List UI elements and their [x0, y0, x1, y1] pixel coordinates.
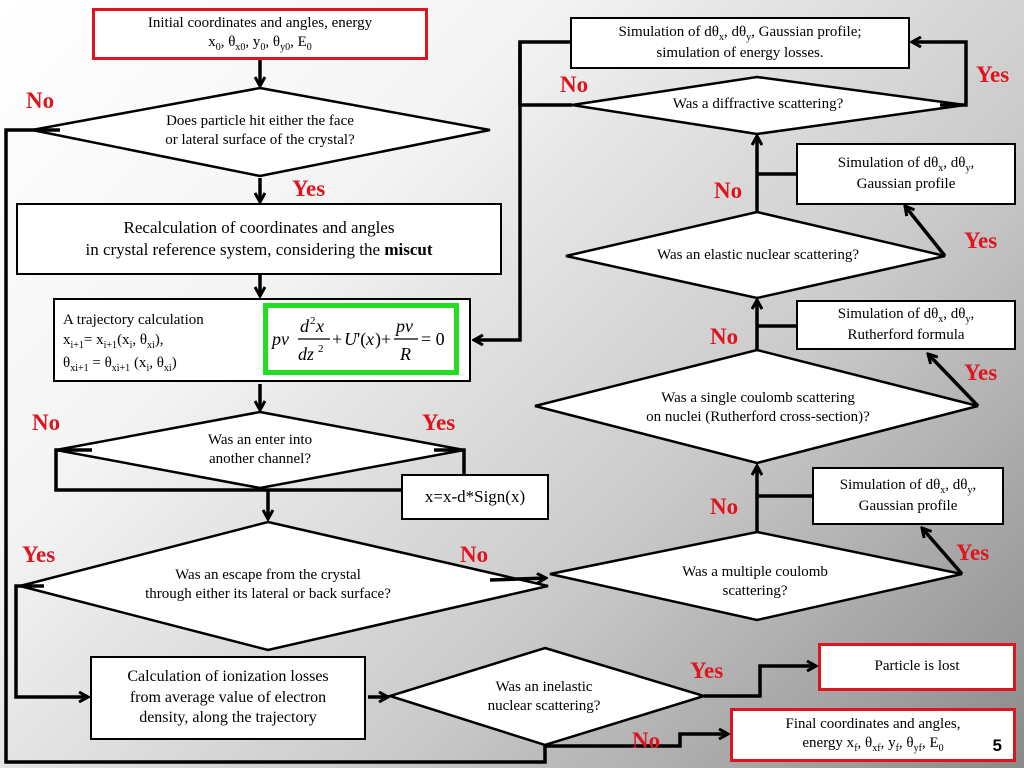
- decision-single-text: Was a single coulomb scattering on nucle…: [590, 385, 926, 431]
- svg-text:2: 2: [310, 315, 316, 327]
- label-diffractive-yes: Yes: [976, 62, 1010, 87]
- final-line2: energy xf, θxf, yf, θyf, E0: [802, 735, 944, 755]
- label-inelastic-yes: Yes: [690, 658, 724, 683]
- sim-single-line2: Rutherford formula: [847, 326, 965, 343]
- sim-elastic-line2: Gaussian profile: [856, 175, 956, 192]
- miscut-word: miscut: [384, 240, 433, 259]
- decision-escape-text: Was an escape from the crystal through e…: [90, 562, 446, 608]
- label-hit-yes: Yes: [292, 176, 326, 201]
- svg-text:pv: pv: [394, 316, 413, 336]
- decision-single-shape: [534, 348, 979, 465]
- sim-single-box: Simulation of dθx, dθy, Rutherford formu…: [796, 300, 1016, 350]
- svg-text:dz: dz: [298, 344, 314, 364]
- ionization-box: Calculation of ionization losses from av…: [90, 656, 366, 740]
- decision-inelastic-text: Was an inelastic nuclear scattering?: [444, 674, 644, 720]
- label-channel-no: No: [32, 410, 61, 435]
- decision-channel-text: Was an enter into another channel?: [140, 428, 380, 472]
- label-channel-yes: Yes: [422, 410, 456, 435]
- label-single-yes: Yes: [964, 360, 998, 385]
- label-inelastic-no: No: [632, 728, 661, 753]
- decision-hit-line1: Does particle hit either the face: [166, 112, 354, 129]
- page-number: 5: [992, 736, 1002, 755]
- trajectory-text: A trajectory calculation xi+1= xi+1(xi, …: [63, 310, 204, 375]
- svg-text:pv: pv: [270, 329, 289, 349]
- decision-hit-line2: or lateral surface of the crystal?: [165, 132, 355, 148]
- decision-single-line1: Was a single coulomb scattering: [661, 389, 855, 406]
- recalc-line1: Recalculation of coordinates and angles: [123, 217, 395, 237]
- decision-elastic-line1: Was an elastic nuclear scattering?: [656, 247, 860, 264]
- decision-escape-line2: through either its lateral or back surfa…: [145, 586, 391, 602]
- sim-diffractive-box: Simulation of dθx, dθy, Gaussian profile…: [570, 17, 910, 69]
- svg-text:U: U: [344, 329, 358, 349]
- label-escape-yes: Yes: [22, 542, 56, 567]
- svg-text:d: d: [300, 316, 310, 336]
- decision-hit-shape: [31, 86, 491, 178]
- decision-multiple-text: Was a multiple coulomb scattering?: [630, 559, 880, 605]
- label-elastic-no: No: [714, 178, 743, 203]
- label-hit-no: No: [26, 88, 55, 113]
- sim-single-line1: Simulation of dθx, dθy,: [837, 305, 975, 325]
- decision-escape-line1: Was an escape from the crystal: [175, 566, 361, 583]
- recalc-line2: in crystal reference system, considering…: [85, 240, 433, 259]
- sim-multiple-line2: Gaussian profile: [858, 497, 958, 514]
- svg-text:x: x: [365, 329, 374, 349]
- initial-line2: x0, θx0, y0, θy0, E0: [208, 34, 312, 54]
- sim-diffractive-line2: simulation of energy losses.: [656, 44, 824, 61]
- sim-elastic-box: Simulation of dθx, dθy, Gaussian profile: [796, 143, 1016, 205]
- decision-channel-line2: another channel?: [208, 451, 312, 467]
- label-escape-no: No: [460, 542, 489, 567]
- decision-diffractive-line1: Was a diffractive scattering?: [672, 96, 844, 113]
- initial-line1: Initial coordinates and angles, energy: [147, 14, 373, 31]
- particle-lost-text: Particle is lost: [874, 658, 960, 675]
- final-line1: Final coordinates and angles,: [785, 715, 961, 732]
- shift-box: x=x-d*Sign(x): [401, 474, 549, 520]
- recalculation-box: Recalculation of coordinates and angles …: [16, 203, 502, 275]
- decision-channel-line1: Was an enter into: [207, 431, 313, 448]
- decision-multiple-line2: scattering?: [722, 583, 788, 599]
- svg-text:2: 2: [318, 343, 324, 355]
- decision-inelastic-line1: Was an inelastic: [495, 678, 593, 695]
- label-single-no: No: [710, 324, 739, 349]
- ionization-line2: from average value of electron: [129, 688, 327, 706]
- svg-text:)+: )+: [375, 329, 391, 350]
- particle-lost-box: Particle is lost: [818, 643, 1016, 691]
- label-diffractive-no: No: [560, 72, 589, 97]
- label-elastic-yes: Yes: [964, 228, 998, 253]
- decision-multiple-line1: Was a multiple coulomb: [682, 563, 828, 580]
- decision-diffractive-text: Was a diffractive scattering?: [620, 92, 896, 118]
- decision-channel-shape: [55, 410, 465, 490]
- final-coordinates-box: Final coordinates and angles, energy xf,…: [730, 708, 1016, 762]
- decision-multiple-shape: [549, 530, 963, 622]
- sim-multiple-box: Simulation of dθx, dθy, Gaussian profile: [812, 467, 1004, 525]
- trajectory-line3: θxi+1 = θxi+1 (xi, θxi): [63, 354, 177, 374]
- svg-text:x: x: [315, 316, 324, 336]
- decision-elastic-text: Was an elastic nuclear scattering?: [610, 243, 906, 269]
- sim-multiple-line1: Simulation of dθx, dθy,: [839, 476, 977, 496]
- svg-text:R: R: [399, 344, 411, 364]
- svg-text:+: +: [332, 329, 342, 349]
- decision-inelastic-line2: nuclear scattering?: [487, 698, 601, 714]
- trajectory-box: A trajectory calculation xi+1= xi+1(xi, …: [53, 298, 471, 382]
- sim-elastic-line1: Simulation of dθx, dθy,: [837, 154, 975, 174]
- ionization-line1: Calculation of ionization losses: [127, 667, 329, 685]
- initial-conditions-box: Initial coordinates and angles, energy x…: [92, 8, 428, 60]
- svg-text:= 0: = 0: [421, 329, 445, 349]
- label-multiple-no: No: [710, 494, 739, 519]
- decision-hit-text: Does particle hit either the face or lat…: [100, 108, 420, 154]
- label-multiple-yes: Yes: [956, 540, 990, 565]
- svg-text:'(: '(: [357, 329, 366, 350]
- decision-single-line2: on nuclei (Rutherford cross-section)?: [646, 409, 870, 425]
- trajectory-line1: A trajectory calculation: [63, 312, 204, 328]
- decision-escape-shape: [19, 520, 549, 652]
- ionization-line3: density, along the trajectory: [139, 709, 317, 727]
- sim-diffractive-line1: Simulation of dθx, dθy, Gaussian profile…: [618, 23, 862, 43]
- trajectory-line2: xi+1= xi+1(xi, θxi),: [63, 332, 164, 352]
- shift-text: x=x-d*Sign(x): [424, 486, 526, 506]
